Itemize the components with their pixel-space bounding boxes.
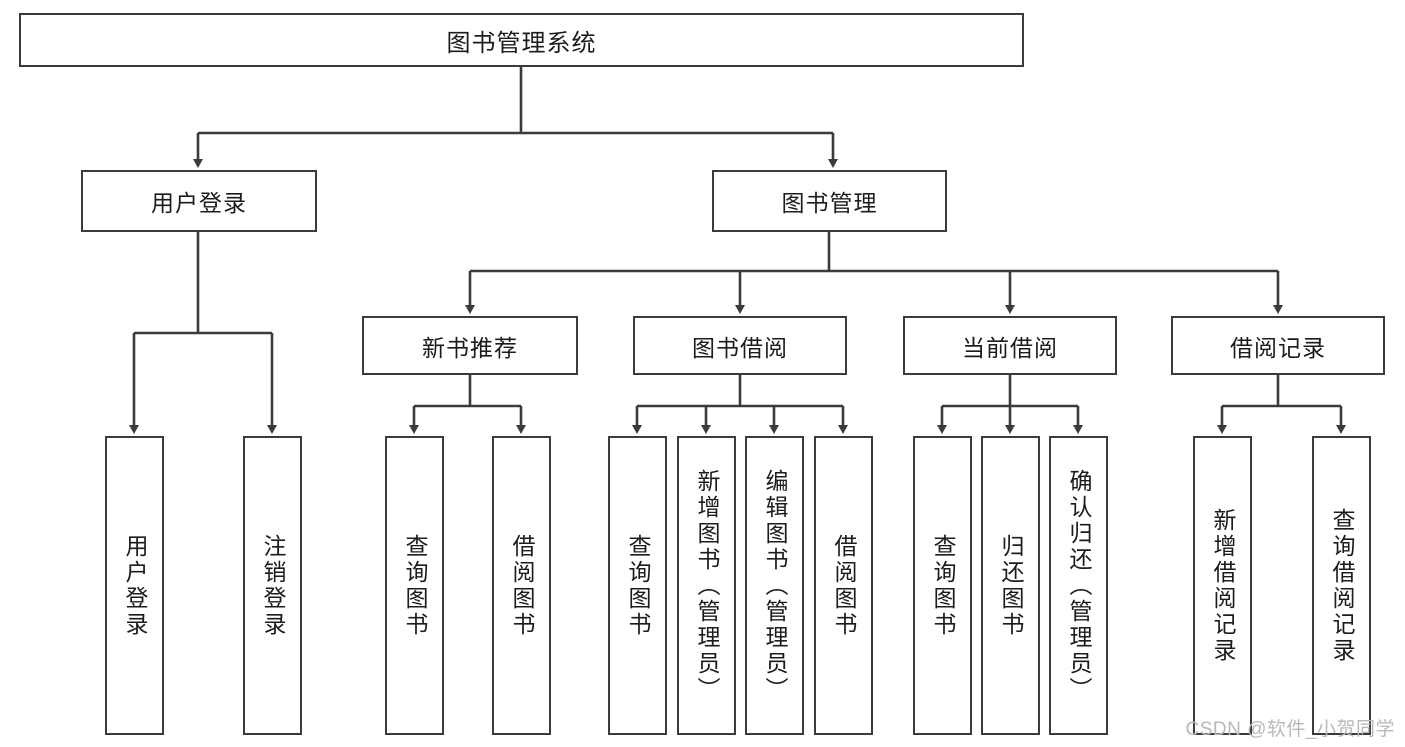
node-label: 查询图书 [402, 533, 428, 638]
node-label: 注销登录 [260, 533, 286, 638]
node-label: 借阅图书 [831, 533, 857, 638]
node-label: 借阅记录 [1230, 334, 1326, 361]
node-book-borrow[interactable]: 图书借阅 [633, 316, 847, 375]
node-label: 新增图书（管理员） [694, 468, 720, 703]
leaf-recommend-query-book[interactable]: 查询图书 [385, 436, 444, 735]
node-label: 查询借阅记录 [1329, 507, 1355, 664]
leaf-current-confirm-return-admin[interactable]: 确认归还（管理员） [1049, 436, 1108, 735]
node-label: 借阅图书 [509, 533, 535, 638]
node-label: 当前借阅 [962, 334, 1058, 361]
leaf-borrow-query-book[interactable]: 查询图书 [608, 436, 667, 735]
node-label: 编辑图书（管理员） [762, 468, 788, 703]
leaf-user-login-login[interactable]: 用户登录 [105, 436, 164, 735]
node-borrow-record[interactable]: 借阅记录 [1171, 316, 1385, 375]
node-label: 图书管理系统 [446, 29, 597, 57]
node-current-borrow[interactable]: 当前借阅 [903, 316, 1117, 375]
node-label: 归还图书 [998, 533, 1024, 638]
node-root-library-system[interactable]: 图书管理系统 [19, 13, 1024, 67]
leaf-record-add-record[interactable]: 新增借阅记录 [1193, 436, 1252, 735]
node-user-login[interactable]: 用户登录 [81, 170, 317, 232]
leaf-current-query-book[interactable]: 查询图书 [913, 436, 972, 735]
node-label: 用户登录 [122, 533, 148, 638]
node-label: 确认归还（管理员） [1066, 468, 1092, 703]
leaf-current-return-book[interactable]: 归还图书 [981, 436, 1040, 735]
node-label: 查询图书 [930, 533, 956, 638]
node-label: 用户登录 [151, 190, 247, 216]
leaf-user-login-logout[interactable]: 注销登录 [243, 436, 302, 735]
node-label: 新书推荐 [422, 334, 518, 361]
leaf-recommend-borrow-book[interactable]: 借阅图书 [492, 436, 551, 735]
node-new-book-recommend[interactable]: 新书推荐 [362, 316, 578, 375]
node-label: 新增借阅记录 [1210, 507, 1236, 664]
node-label: 图书管理 [781, 190, 878, 216]
csdn-watermark: CSDN @软件_小贺同学 [1185, 719, 1395, 740]
leaf-borrow-borrow-book[interactable]: 借阅图书 [814, 436, 873, 735]
node-book-management[interactable]: 图书管理 [712, 170, 947, 232]
leaf-record-query-record[interactable]: 查询借阅记录 [1312, 436, 1371, 735]
node-label: 查询图书 [625, 533, 651, 638]
leaf-borrow-add-book-admin[interactable]: 新增图书（管理员） [677, 436, 736, 735]
leaf-borrow-edit-book-admin[interactable]: 编辑图书（管理员） [745, 436, 804, 735]
node-label: 图书借阅 [692, 334, 788, 361]
